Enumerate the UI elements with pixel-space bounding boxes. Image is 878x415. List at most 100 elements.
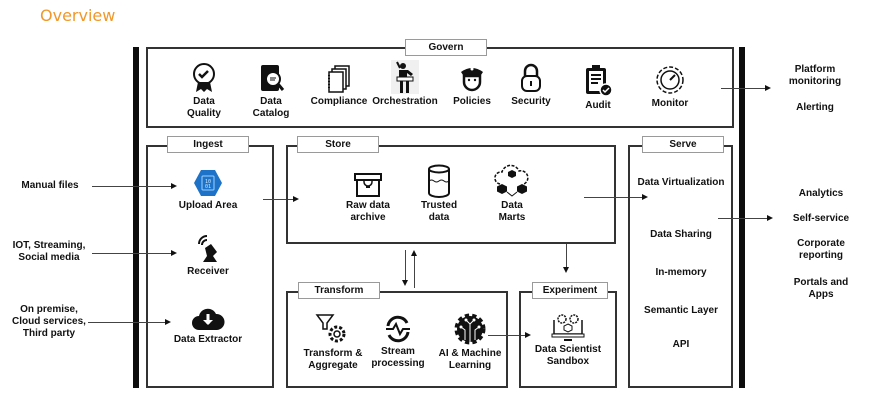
arrow-head-icon bbox=[563, 267, 569, 273]
left-boundary-bar bbox=[133, 47, 139, 388]
source-iot-streaming: IOT, Streaming, Social media bbox=[12, 240, 86, 263]
store-to-experiment-line bbox=[566, 244, 567, 268]
svg-text:10: 10 bbox=[205, 179, 211, 185]
transform-to-experiment-line bbox=[488, 335, 526, 336]
govern-label: Govern bbox=[405, 39, 487, 56]
satellite-dish-icon bbox=[198, 235, 217, 262]
govern-item-data-catalog: Data Catalog bbox=[245, 62, 297, 120]
arrow-head-icon bbox=[293, 196, 299, 202]
arrow-head-icon bbox=[402, 280, 408, 286]
source-on-premise: On premise, Cloud services, Third party bbox=[12, 304, 86, 339]
source-arrow-line bbox=[88, 322, 166, 323]
experiment-label: Experiment bbox=[532, 282, 608, 299]
transform-section bbox=[286, 291, 508, 388]
upload-area-label: Upload Area bbox=[178, 200, 238, 211]
store-item-data-marts: Data Marts bbox=[482, 164, 542, 224]
serve-item-in-memory: In-memory bbox=[655, 267, 707, 278]
data-quality-label: Data Quality bbox=[187, 96, 221, 119]
arrow-head-icon bbox=[642, 194, 648, 200]
padlock-icon bbox=[521, 63, 541, 92]
receiver-label: Receiver bbox=[187, 266, 229, 277]
gauge-gear-icon bbox=[656, 66, 684, 94]
ingest-label: Ingest bbox=[167, 136, 249, 153]
ingest-item-receiver: Receiver bbox=[166, 234, 250, 278]
funnel-gear-icon bbox=[315, 314, 346, 343]
trusted-data-label: Trusted data bbox=[420, 200, 458, 223]
page-title: Overview bbox=[40, 6, 116, 25]
svg-text:01: 01 bbox=[205, 184, 211, 190]
arrow-head-icon bbox=[525, 332, 531, 338]
experiment-item-sandbox: Data Scientist Sandbox bbox=[522, 312, 614, 368]
ai-gear-icon bbox=[454, 313, 486, 345]
monitor-label: Monitor bbox=[651, 98, 689, 109]
transform-to-store-line bbox=[414, 256, 415, 288]
archive-box-icon bbox=[354, 173, 382, 197]
govern-item-policies: Policies bbox=[447, 62, 497, 108]
source-arrow-line bbox=[92, 253, 172, 254]
cloud-download-icon bbox=[192, 308, 225, 330]
stream-processing-label: Stream processing bbox=[371, 346, 425, 369]
output-portals-apps: Portals and Apps bbox=[793, 277, 849, 300]
security-label: Security bbox=[511, 96, 551, 107]
output-corporate-reporting: Corporate reporting bbox=[797, 238, 845, 261]
transform-label: Transform bbox=[298, 282, 380, 299]
serve-item-data-virtualization: Data Virtualization bbox=[637, 177, 725, 188]
govern-output-line bbox=[721, 88, 766, 89]
ai-ml-label: AI & Machine Learning bbox=[438, 348, 502, 371]
police-officer-icon bbox=[461, 67, 483, 92]
audit-label: Audit bbox=[585, 100, 611, 111]
govern-item-orchestration: Orchestration bbox=[370, 60, 440, 108]
serve-item-semantic-layer: Semantic Layer bbox=[644, 305, 718, 316]
govern-item-monitor: Monitor bbox=[645, 64, 695, 110]
monitor-cubes-icon bbox=[551, 314, 585, 341]
orchestration-label: Orchestration bbox=[372, 96, 438, 107]
arrow-head-icon bbox=[171, 250, 177, 256]
govern-item-data-quality: Data Quality bbox=[178, 62, 230, 120]
alerting-label: Alerting bbox=[796, 102, 834, 113]
compliance-label: Compliance bbox=[310, 96, 368, 107]
data-catalog-label: Data Catalog bbox=[252, 96, 290, 119]
store-section bbox=[286, 145, 616, 244]
arrow-head-icon bbox=[171, 183, 177, 189]
clipboard-check-icon bbox=[586, 65, 613, 97]
store-item-raw-data-archive: Raw data archive bbox=[338, 172, 398, 224]
govern-item-audit: Audit bbox=[575, 62, 621, 112]
ingest-item-data-extractor: Data Extractor bbox=[166, 306, 250, 346]
policies-label: Policies bbox=[453, 96, 491, 107]
data-marts-label: Data Marts bbox=[498, 200, 526, 223]
transform-item-transform-aggregate: Transform & Aggregate bbox=[298, 312, 368, 372]
arrow-head-icon bbox=[767, 215, 773, 221]
arrow-head-icon bbox=[411, 250, 417, 256]
govern-item-security: Security bbox=[506, 62, 556, 108]
ingest-to-store-line bbox=[263, 199, 295, 200]
sandbox-label: Data Scientist Sandbox bbox=[534, 344, 602, 367]
serve-item-data-sharing: Data Sharing bbox=[650, 229, 712, 240]
stream-cycle-icon bbox=[386, 315, 410, 343]
badge-check-icon bbox=[193, 63, 215, 92]
output-self-service: Self-service bbox=[792, 213, 850, 224]
transform-item-stream-processing: Stream processing bbox=[368, 314, 428, 370]
serve-output-line bbox=[718, 218, 768, 219]
transform-aggregate-label: Transform & Aggregate bbox=[303, 348, 363, 371]
govern-item-compliance: Compliance bbox=[304, 62, 374, 108]
conductor-icon bbox=[391, 60, 419, 94]
serve-label: Serve bbox=[642, 136, 724, 153]
serve-item-api: API bbox=[672, 339, 690, 350]
store-to-serve-line bbox=[584, 197, 644, 198]
data-extractor-label: Data Extractor bbox=[173, 334, 243, 345]
store-label: Store bbox=[297, 136, 379, 153]
source-arrow-line bbox=[92, 186, 172, 187]
catalog-search-icon bbox=[261, 65, 285, 91]
platform-monitoring-label: Platform monitoring bbox=[788, 64, 842, 87]
store-to-transform-line bbox=[405, 250, 406, 280]
source-manual-files: Manual files bbox=[21, 180, 79, 191]
database-cylinder-icon bbox=[428, 164, 450, 198]
transform-item-ai-ml: AI & Machine Learning bbox=[432, 312, 508, 372]
documents-icon bbox=[328, 65, 350, 93]
store-item-trusted-data: Trusted data bbox=[412, 164, 466, 224]
right-boundary-bar bbox=[739, 47, 745, 388]
arrow-head-icon bbox=[765, 85, 771, 91]
arrow-head-icon bbox=[165, 319, 171, 325]
